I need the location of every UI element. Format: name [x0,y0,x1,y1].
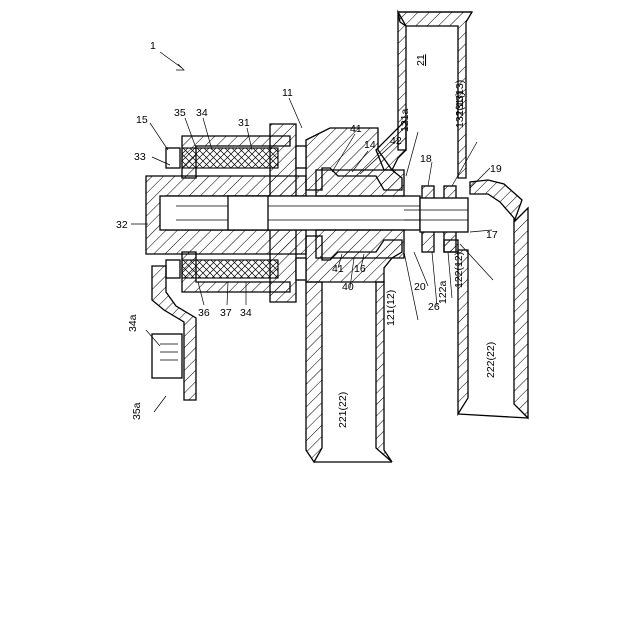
label-35-top: 35 [174,107,186,119]
coil-upper [182,148,278,168]
label-121-12: 121(12) [385,290,397,326]
label-19: 19 [490,163,502,175]
label-122-12: 122(12) [453,252,465,288]
label-31: 31 [238,117,250,129]
label-42: 42 [390,135,402,147]
label-21: 21 [415,54,427,66]
label-34-top: 34 [196,107,208,119]
label-20: 20 [414,281,426,293]
label-36: 36 [198,307,210,319]
label-33: 33 [134,151,146,163]
label-41-bottom: 41 [332,263,344,275]
label-132: 132(13) [454,92,466,128]
core-assembly [146,170,420,258]
label-35a: 35a [131,402,143,420]
label-122a: 122a [437,280,449,304]
label-221-22: 221(22) [337,392,349,428]
label-1: 1 [150,40,156,52]
label-14: 14 [364,139,376,151]
label-16: 16 [354,263,366,275]
lower-pipe-221 [306,282,392,462]
label-18: 18 [420,153,432,165]
label-41-top: 41 [350,123,362,135]
label-40: 40 [342,281,354,293]
label-11: 11 [282,87,293,99]
label-222-22: 222(22) [485,342,497,378]
label-15: 15 [136,114,148,126]
label-34-bottom: 34 [240,307,252,319]
label-37: 37 [220,307,232,319]
label-121a: 121a [399,108,411,132]
label-17: 17 [486,229,498,241]
label-34a: 34a [127,314,139,332]
label-32: 32 [116,219,128,231]
coil-lower [182,260,278,278]
